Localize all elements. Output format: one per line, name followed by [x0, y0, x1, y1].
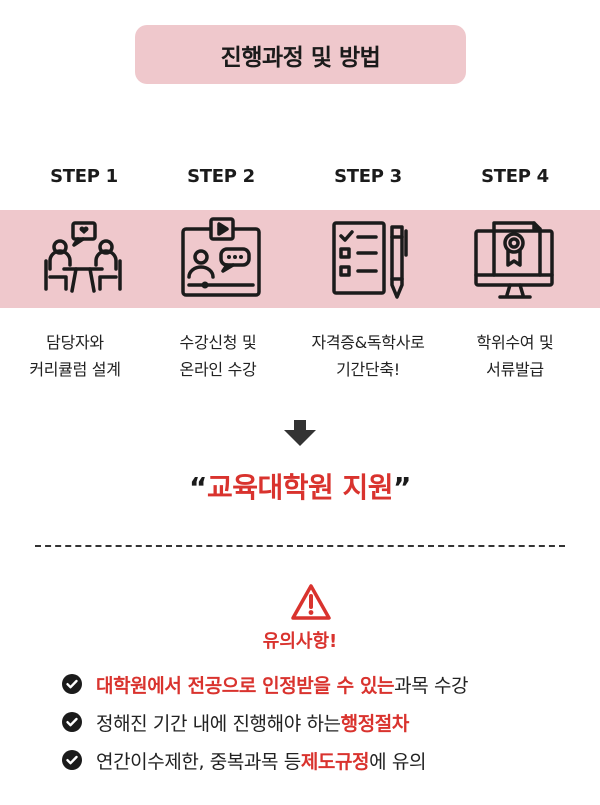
warning-icon — [291, 584, 331, 620]
notice-item-2-text: 정해진 기간 내에 진행해야 하는 — [96, 712, 341, 735]
step-1-description: 담당자와 커리큘럼 설계 — [0, 329, 150, 383]
step-3-label: STEP 3 — [334, 166, 402, 187]
notice-item-3-highlight: 제도규정 — [300, 750, 370, 773]
notice-item-3-text: 연간이수제한, 중복과목 등 — [96, 750, 301, 773]
step-4-label: STEP 4 — [481, 166, 549, 187]
dashed-divider — [35, 545, 565, 547]
step-1-desc-line-1: 담당자와 — [46, 333, 104, 352]
step-1-label: STEP 1 — [50, 166, 118, 187]
notice-item: 정해진 기간 내에 진행해야 하는 행정절차 — [62, 707, 409, 737]
online-video-class-icon — [181, 217, 261, 297]
arrow-down-icon — [284, 420, 316, 446]
certificate-monitor-icon — [474, 221, 554, 299]
steps-icon-band — [0, 210, 600, 308]
notice-title: 유의사항! — [262, 631, 338, 652]
tagline-text: 교육대학원 지원 — [206, 471, 394, 504]
step-3-description: 자격증&독학사로 기간단축! — [293, 329, 443, 383]
step-4-description: 학위수여 및 서류발급 — [440, 329, 590, 383]
notice-item-2-highlight: 행정절차 — [340, 712, 410, 735]
notice-item-1-text: 과목 수강 — [394, 674, 469, 697]
notice-item: 대학원에서 전공으로 인정받을 수 있는 과목 수강 — [62, 669, 469, 699]
page-title: 진행과정 및 방법 — [135, 25, 466, 84]
tagline: “교육대학원 지원” — [0, 466, 600, 506]
check-circle-icon — [62, 674, 82, 694]
check-circle-icon — [62, 712, 82, 732]
consultation-meeting-icon — [44, 221, 122, 293]
step-1-desc-line-2: 커리큘럼 설계 — [29, 360, 121, 379]
step-2-desc-line-2: 온라인 수강 — [179, 360, 257, 379]
step-2-desc-line-1: 수강신청 및 — [179, 333, 257, 352]
notice-item-1-highlight: 대학원에서 전공으로 인정받을 수 있는 — [96, 674, 395, 697]
step-3-desc-line-1: 자격증&독학사로 — [311, 333, 425, 352]
tagline-open-quote: “ — [189, 471, 207, 504]
checklist-pencil-icon — [332, 221, 408, 299]
step-4-desc-line-2: 서류발급 — [486, 360, 544, 379]
check-circle-icon — [62, 750, 82, 770]
step-4-desc-line-1: 학위수여 및 — [476, 333, 554, 352]
tagline-close-quote: ” — [393, 471, 411, 504]
step-3-desc-line-2: 기간단축! — [336, 360, 400, 379]
step-2-label: STEP 2 — [187, 166, 255, 187]
step-2-description: 수강신청 및 온라인 수강 — [143, 329, 293, 383]
notice-item-3-suffix: 에 유의 — [369, 750, 427, 773]
